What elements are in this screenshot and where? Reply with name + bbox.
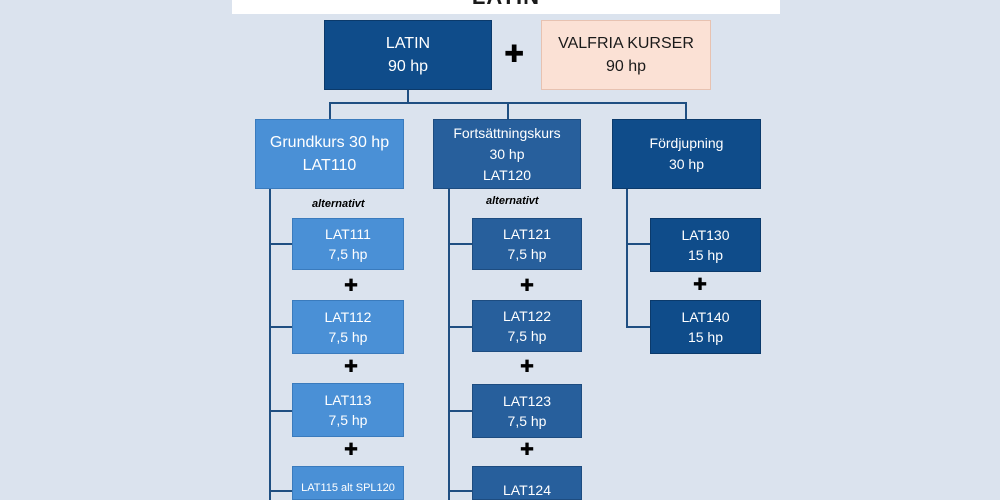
connector <box>507 102 509 119</box>
fortsattningskurs-code: LAT120 <box>483 166 531 183</box>
course-box-lat124: LAT124 <box>472 466 582 500</box>
course-code: LAT140 <box>681 308 730 325</box>
connector <box>269 189 271 500</box>
plus-icon: ✚ <box>343 357 359 376</box>
connector <box>329 102 331 119</box>
title-bar: LATIN <box>232 0 780 14</box>
fortsattningskurs-box: Fortsättningskurs 30 hp LAT120 <box>433 119 581 189</box>
connector <box>269 243 292 245</box>
valfria-kurser-box: VALFRIA KURSER 90 hp <box>541 20 711 90</box>
connector <box>685 102 687 119</box>
course-credits: 15 hp <box>687 329 724 345</box>
course-code: LAT124 <box>503 482 551 498</box>
course-credits: 7,5 hp <box>507 413 547 429</box>
valfria-kurser-credits: 90 hp <box>605 58 647 75</box>
course-box-lat123: LAT123 7,5 hp <box>472 384 582 438</box>
connector <box>448 326 472 328</box>
latin-program-box: LATIN 90 hp <box>324 20 492 90</box>
course-box-lat113: LAT113 7,5 hp <box>292 383 404 437</box>
connector <box>448 410 472 412</box>
course-box-lat111: LAT111 7,5 hp <box>292 218 404 270</box>
grundkurs-title: Grundkurs 30 hp <box>269 133 390 151</box>
course-box-lat140: LAT140 15 hp <box>650 300 761 354</box>
course-code: LAT123 <box>503 392 551 409</box>
fortsattningskurs-title: Fortsättningskurs <box>453 124 561 141</box>
course-code: LAT112 <box>324 308 372 325</box>
course-credits: 7,5 hp <box>328 412 368 428</box>
fordjupning-credits: 30 hp <box>668 156 705 172</box>
connector <box>448 490 472 492</box>
plus-icon: ✚ <box>519 276 535 295</box>
connector <box>269 326 292 328</box>
fortsattningskurs-credits: 30 hp <box>489 145 525 162</box>
course-credits: 7,5 hp <box>328 246 368 262</box>
course-code: LAT115 alt SPL120 <box>301 482 395 494</box>
connector <box>626 189 628 327</box>
alternativt-label: alternativt <box>312 198 365 210</box>
alternativt-label: alternativt <box>486 195 539 207</box>
course-credits: 7,5 hp <box>507 246 547 262</box>
course-box-lat122: LAT122 7,5 hp <box>472 300 582 352</box>
course-credits: 15 hp <box>687 247 724 263</box>
latin-program-credits: 90 hp <box>387 58 429 75</box>
grundkurs-box: Grundkurs 30 hp LAT110 <box>255 119 404 189</box>
course-code: LAT113 <box>324 391 372 408</box>
plus-icon: ✚ <box>503 41 525 68</box>
connector <box>407 90 409 103</box>
course-credits: 7,5 hp <box>507 328 547 344</box>
connector <box>269 490 292 492</box>
valfria-kurser-name: VALFRIA KURSER <box>558 34 694 52</box>
connector <box>448 243 472 245</box>
fordjupning-title: Fördjupning <box>649 135 724 151</box>
course-box-lat115: LAT115 alt SPL120 <box>292 466 404 500</box>
course-box-lat121: LAT121 7,5 hp <box>472 218 582 270</box>
connector <box>626 243 650 245</box>
connector <box>269 410 292 412</box>
course-code: LAT122 <box>503 307 551 324</box>
plus-icon: ✚ <box>343 276 359 295</box>
grundkurs-code: LAT110 <box>302 157 357 174</box>
connector <box>448 189 450 500</box>
course-credits: 7,5 hp <box>328 329 368 345</box>
course-box-lat112: LAT112 7,5 hp <box>292 300 404 354</box>
course-code: LAT130 <box>681 226 730 243</box>
plus-icon: ✚ <box>519 440 535 459</box>
plus-icon: ✚ <box>519 357 535 376</box>
plus-icon: ✚ <box>343 440 359 459</box>
course-code: LAT111 <box>325 225 371 242</box>
course-box-lat130: LAT130 15 hp <box>650 218 761 272</box>
fordjupning-box: Fördjupning 30 hp <box>612 119 761 189</box>
plus-icon: ✚ <box>692 275 708 294</box>
page-title: LATIN <box>232 0 780 8</box>
course-code: LAT121 <box>503 225 551 242</box>
connector <box>626 326 650 328</box>
latin-program-name: LATIN <box>385 34 431 52</box>
